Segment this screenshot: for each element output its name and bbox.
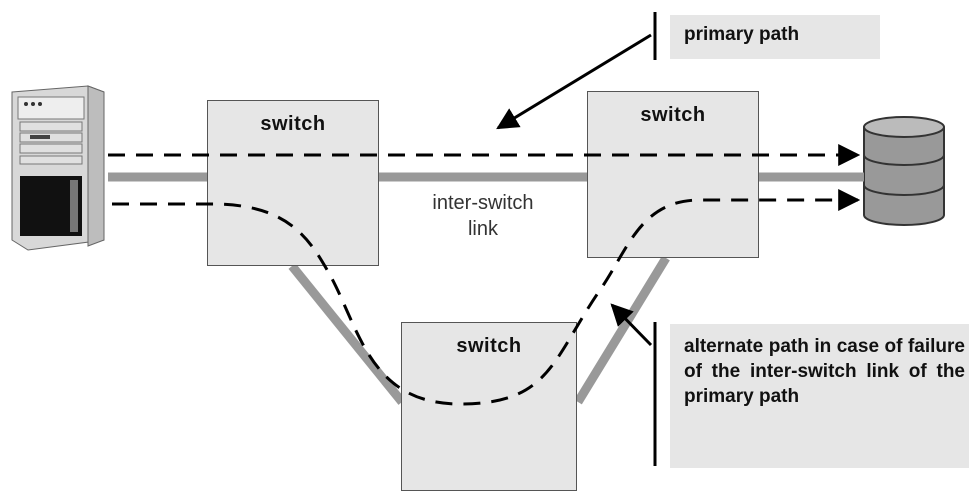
isl-label-line2: link <box>467 218 498 240</box>
primary-callout-arrow <box>496 33 652 130</box>
server-icon <box>11 85 105 251</box>
alternate-path-callout: alternate path in case of failure of the… <box>670 324 969 468</box>
switch-right-label: switch <box>640 104 706 126</box>
isl-label-line1: inter-switch <box>432 192 534 214</box>
switch-right: switch <box>587 91 759 258</box>
switch-bottom-label: switch <box>456 335 522 357</box>
switch-left: switch <box>207 100 379 266</box>
storage-database-icon <box>863 116 945 226</box>
right-bottom-link <box>574 255 670 405</box>
alternate-path-dashed <box>112 189 861 406</box>
alternate-callout-arrow <box>610 303 653 347</box>
physical-links <box>108 172 864 405</box>
left-bottom-link <box>288 263 406 405</box>
switch-left-label: switch <box>260 113 326 135</box>
inter-switch-link-label: inter-switch link <box>398 190 568 242</box>
primary-path-callout: primary path <box>670 15 880 59</box>
switch-bottom: switch <box>401 322 577 491</box>
